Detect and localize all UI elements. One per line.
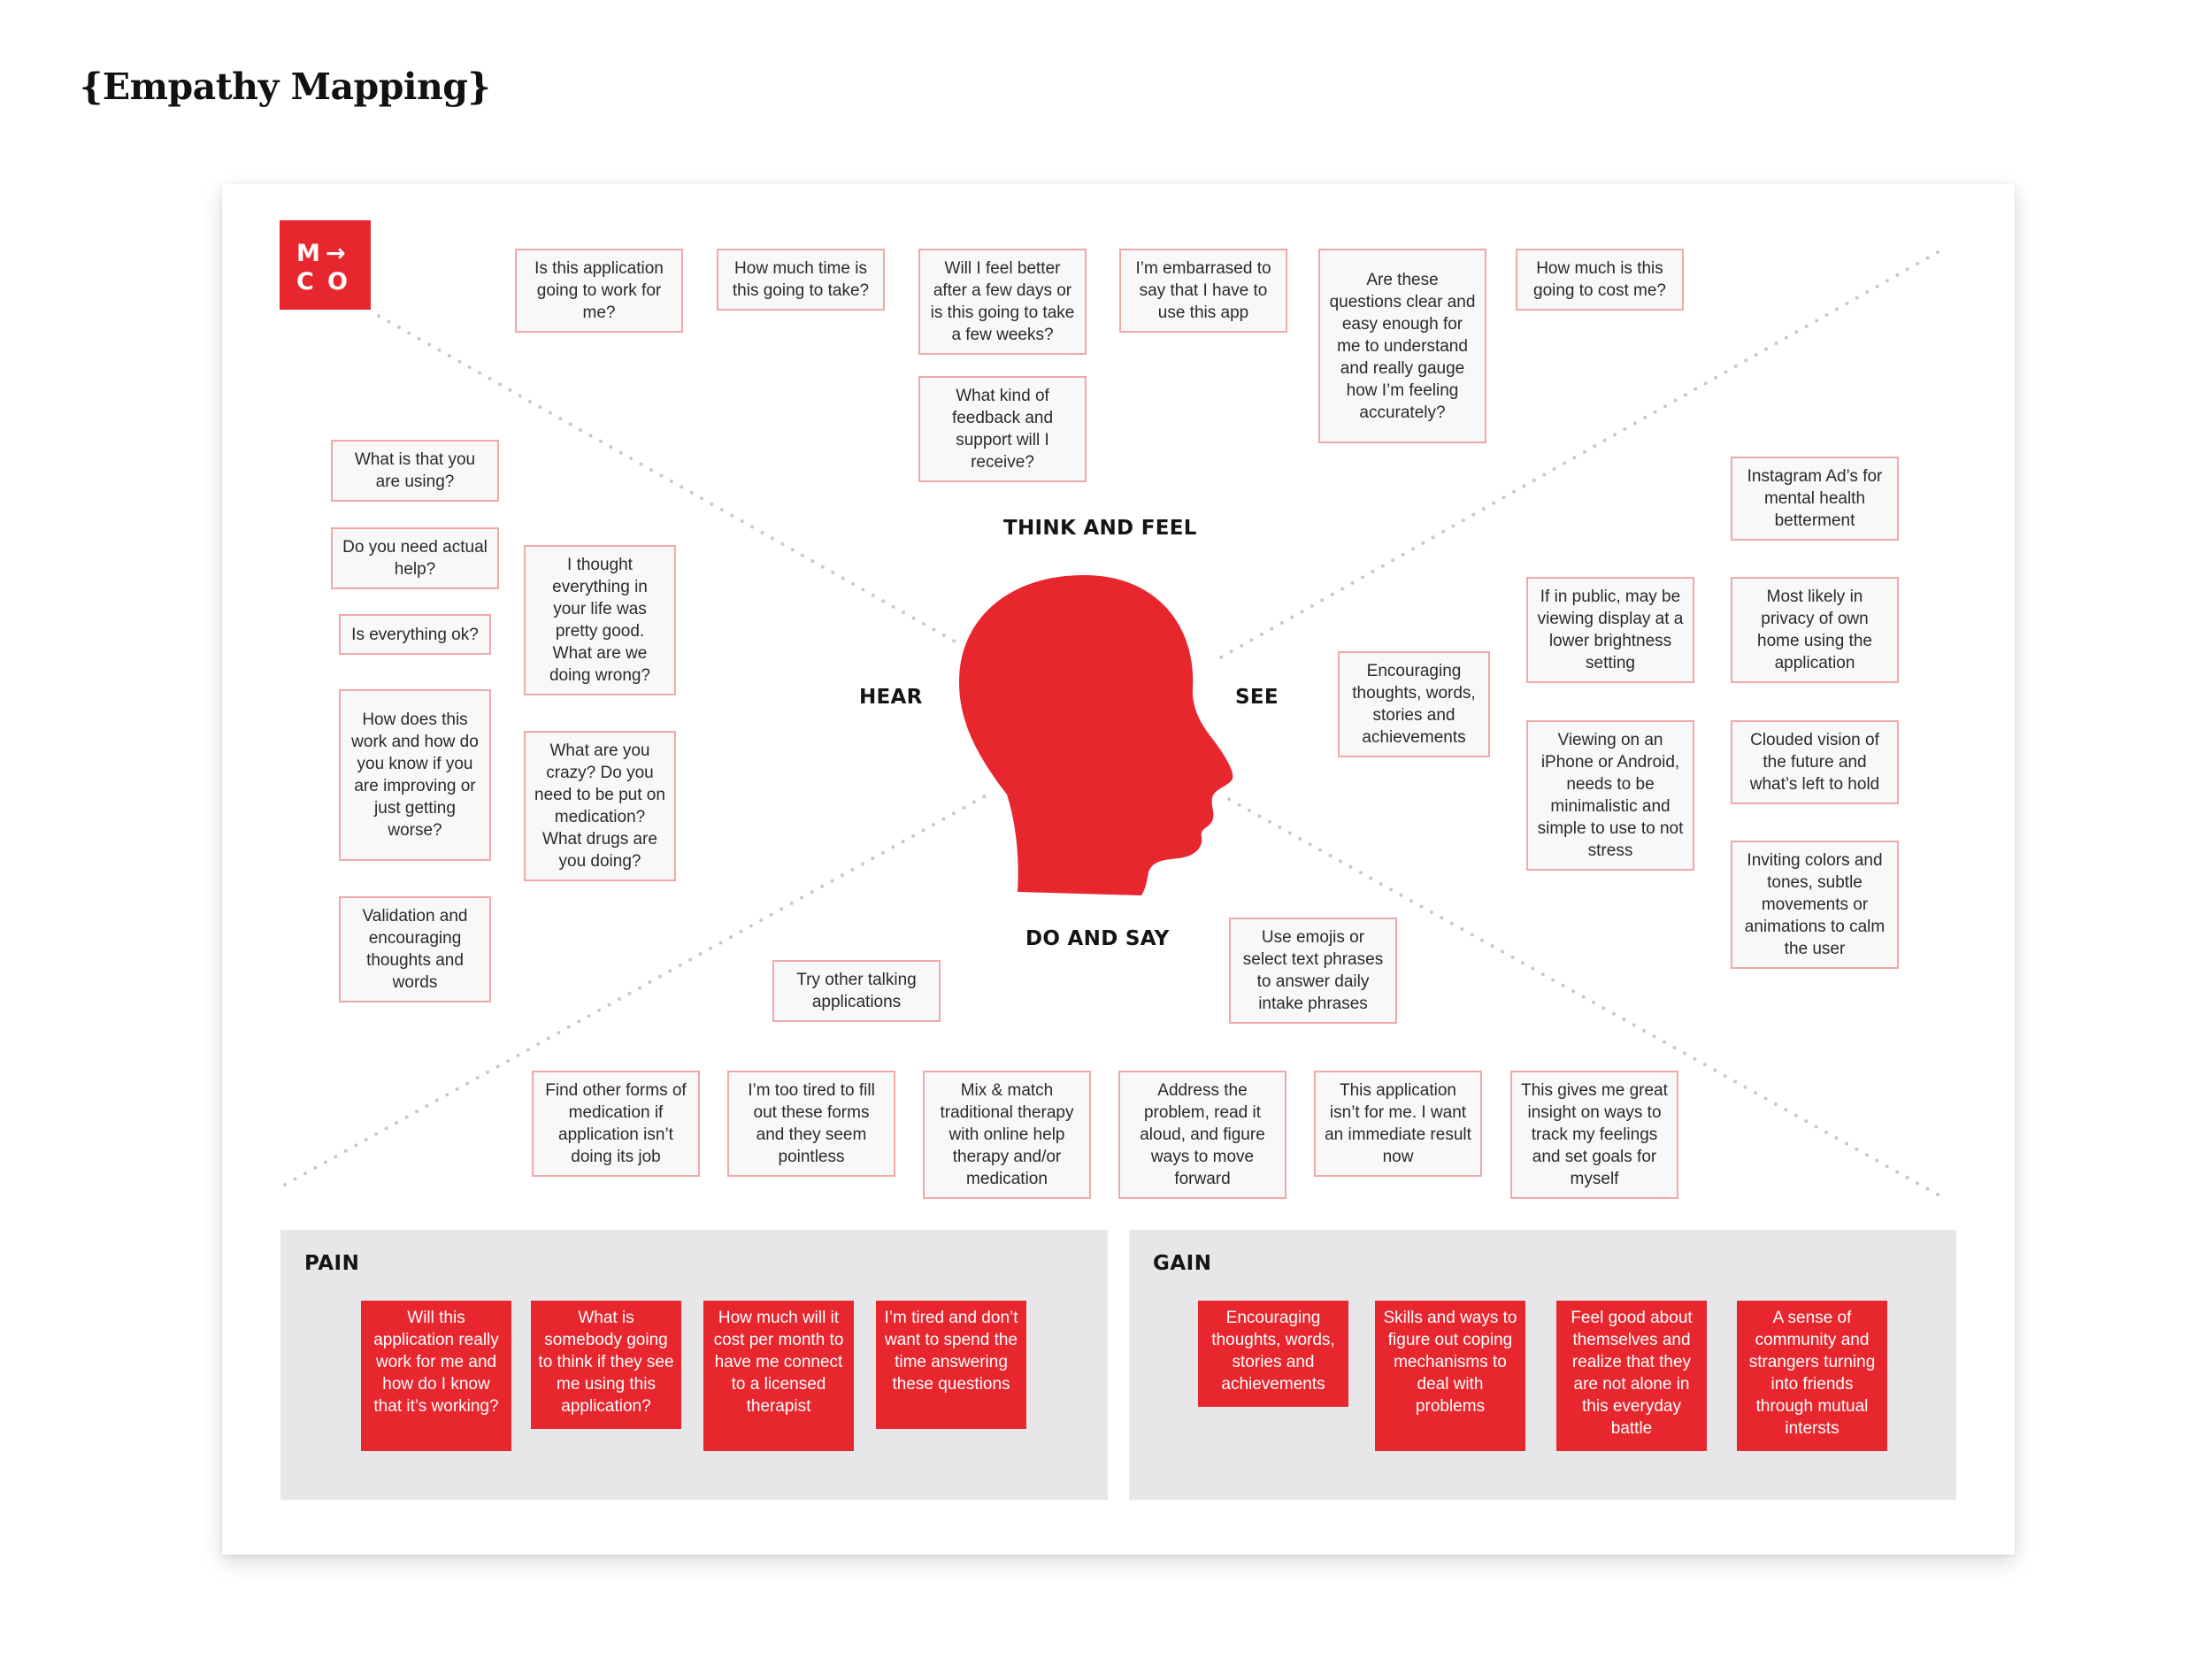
logo-arrow-icon: → [326,240,346,267]
do-say-note: Find other forms of medication if applic… [532,1071,700,1177]
think-note: How much time is this going to take? [717,249,885,311]
quadrant-label-think-and-feel: THINK AND FEEL [1003,517,1197,540]
hear-note: I thought everything in your life was pr… [524,545,676,695]
think-note: I’m embarrased to say that I have to use… [1119,249,1287,333]
pain-card: Will this application really work for me… [361,1301,511,1451]
logo-letter-c: C [296,268,314,293]
gain-card: Encouraging thoughts, words, stories and… [1198,1301,1348,1407]
see-note: Most likely in privacy of own home using… [1731,577,1899,683]
think-note: Is this application going to work for me… [515,249,683,333]
see-note: Encouraging thoughts, words, stories and… [1338,651,1490,757]
do-say-note: Try other talking applications [772,960,941,1022]
pain-card: What is somebody going to think if they … [531,1301,681,1429]
quadrant-label-do-and-say: DO AND SAY [1025,927,1170,950]
see-note: Instagram Ad’s for mental health betterm… [1731,457,1899,541]
hear-note: Is everything ok? [339,614,491,655]
gain-card: Skills and ways to figure out coping mec… [1375,1301,1525,1451]
pain-card: I’m tired and don’t want to spend the ti… [876,1301,1026,1429]
page-title: {Empathy Mapping} [80,65,491,108]
think-note: How much is this going to cost me? [1516,249,1684,311]
see-note: Inviting colors and tones, subtle moveme… [1731,841,1899,969]
think-note: What kind of feedback and support will I… [918,376,1087,482]
hear-note: Validation and encouraging thoughts and … [339,896,491,1002]
gain-card: Feel good about themselves and realize t… [1556,1301,1707,1451]
hear-note: What are you crazy? Do you need to be pu… [524,731,676,881]
hear-note: How does this work and how do you know i… [339,689,491,861]
gain-card: A sense of community and strangers turni… [1737,1301,1887,1451]
hear-note: What is that you are using? [331,440,499,502]
pain-card: How much will it cost per month to have … [703,1301,854,1451]
do-say-note: Use emojis or select text phrases to ans… [1229,918,1397,1024]
do-say-note: This gives me great insight on ways to t… [1510,1071,1678,1199]
do-say-note: I’m too tired to fill out these forms an… [727,1071,895,1177]
see-note: Viewing on an iPhone or Android, needs t… [1526,720,1694,871]
hear-note: Do you need actual help? [331,527,499,589]
think-note: Are these questions clear and easy enoug… [1318,249,1486,443]
think-note: Will I feel better after a few days or i… [918,249,1087,355]
logo-letter-m: M [296,240,320,267]
do-say-note: Address the problem, read it aloud, and … [1118,1071,1286,1199]
pain-title: PAIN [304,1252,360,1275]
mco-logo: M → C O [280,220,371,310]
logo-letter-o: O [327,268,348,293]
do-say-note: This application isn’t for me. I want an… [1314,1071,1482,1177]
head-silhouette-icon [959,575,1233,895]
see-note: If in public, may be viewing display at … [1526,577,1694,683]
gain-title: GAIN [1153,1252,1212,1275]
do-say-note: Mix & match traditional therapy with onl… [923,1071,1091,1199]
see-note: Clouded vision of the future and what’s … [1731,720,1899,804]
quadrant-label-hear: HEAR [859,686,923,709]
quadrant-label-see: SEE [1235,686,1279,709]
